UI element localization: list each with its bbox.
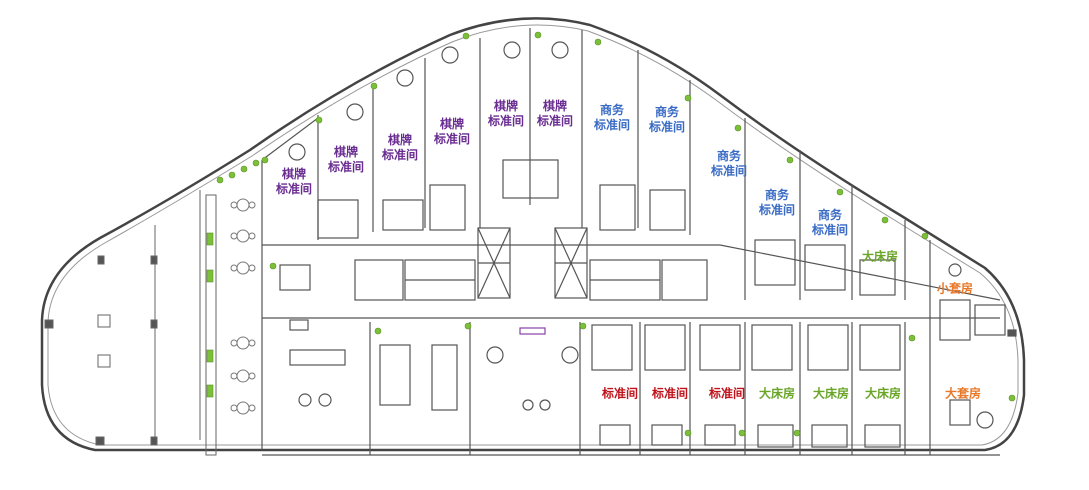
room-label-double-top: 大床房 (861, 249, 899, 264)
room-label-standard-2: 标准间 (651, 386, 689, 401)
room-label-shangwu-5: 商务标准间 (811, 208, 849, 237)
room-label-shangwu-3: 商务标准间 (710, 149, 748, 178)
room-label-large-suite: 大套房 (944, 386, 982, 401)
room-label-double-1: 大床房 (758, 386, 796, 401)
room-label-qipai-4: 棋牌标准间 (433, 117, 471, 146)
room-label-shangwu-2: 商务标准间 (648, 105, 686, 134)
lounge-tables (230, 198, 256, 415)
corridor (261, 160, 1001, 450)
left-wing (44, 190, 217, 456)
suite-wing (929, 240, 1017, 455)
room-label-qipai-3: 棋牌标准间 (381, 133, 419, 162)
bottom-rooms (262, 319, 1000, 456)
room-label-qipai-1: 棋牌标准间 (275, 167, 313, 196)
room-label-qipai-6: 棋牌标准间 (536, 99, 574, 128)
room-label-standard-1: 标准间 (601, 386, 639, 401)
room-label-standard-3: 标准间 (708, 386, 746, 401)
plants (206, 31, 1016, 437)
room-label-shangwu-4: 商务标准间 (758, 188, 796, 217)
room-label-shangwu-1: 商务标准间 (593, 103, 631, 132)
room-label-qipai-2: 棋牌标准间 (327, 145, 365, 174)
room-label-double-3: 大床房 (864, 386, 902, 401)
top-rooms (261, 28, 906, 300)
building-outline (40, 17, 1026, 452)
room-label-double-2: 大床房 (812, 386, 850, 401)
room-label-small-suite: 小套房 (936, 281, 974, 296)
room-label-qipai-5: 棋牌标准间 (487, 99, 525, 128)
